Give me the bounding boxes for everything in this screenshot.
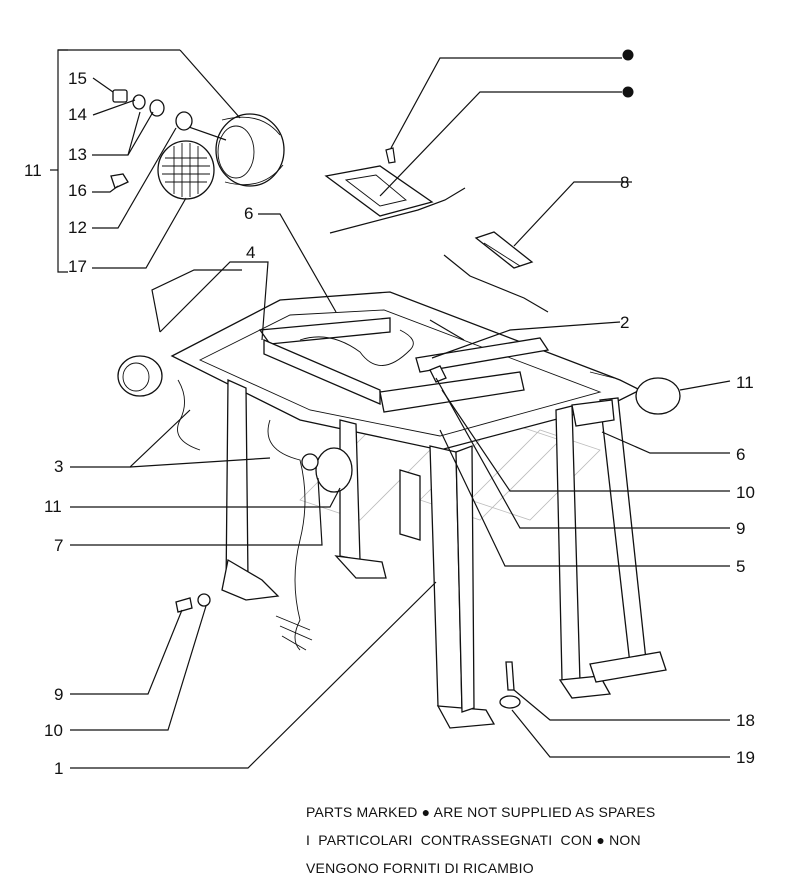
note-line-3: VENGONO FORNITI DI RICAMBIO (306, 860, 534, 876)
note-line-1: PARTS MARKED ● ARE NOT SUPPLIED AS SPARE… (306, 804, 655, 820)
callout-11: 11 (24, 161, 42, 180)
main-frame (117, 291, 681, 729)
callout-11: 11 (44, 497, 62, 516)
callout-5: 5 (736, 557, 745, 576)
callout-18: 18 (736, 711, 755, 730)
leader-lines (50, 49, 731, 769)
callout-9: 9 (54, 685, 63, 704)
note-line-2: I PARTICOLARI CONTRASSEGNATI CON ● NON (306, 832, 641, 848)
callout-13: 13 (68, 145, 87, 164)
callout-10: 10 (736, 483, 755, 502)
callout-9: 9 (736, 519, 745, 538)
callout-10: 10 (44, 721, 63, 740)
callout-3: 3 (54, 457, 63, 476)
note-bullet-icon: ● (421, 804, 431, 820)
callout-4: 4 (246, 243, 255, 262)
note-bullet-icon: ● (596, 832, 606, 848)
plate-8 (443, 231, 549, 313)
bullet-marker (622, 49, 634, 61)
callout-7: 7 (54, 536, 63, 555)
callout-1: 1 (54, 759, 63, 778)
callout-12: 12 (68, 218, 87, 237)
bullet-marker (622, 86, 634, 98)
callout-15: 15 (68, 69, 87, 88)
callout-16: 16 (68, 181, 87, 200)
note-line-3-text: VENGONO FORNITI DI RICAMBIO (306, 860, 534, 876)
note-line-1-start: PARTS MARKED (306, 804, 418, 820)
callout-8: 8 (620, 173, 629, 192)
note-line-2-start: I PARTICOLARI CONTRASSEGNATI CON (306, 832, 593, 848)
callout-6: 6 (244, 204, 253, 223)
callout-19: 19 (736, 748, 755, 767)
callout-2: 2 (620, 313, 629, 332)
note-line-2-end: NON (609, 832, 641, 848)
callout-11: 11 (736, 373, 754, 392)
callout-labels: 15 14 13 11 16 12 17 6 4 8 2 11 3 6 11 1… (24, 69, 755, 778)
headlight-assembly (110, 89, 285, 200)
note-line-1-end: ARE NOT SUPPLIED AS SPARES (433, 804, 656, 820)
callout-17: 17 (68, 257, 87, 276)
callout-6: 6 (736, 445, 745, 464)
plate-assembly (324, 147, 466, 234)
callout-14: 14 (68, 105, 87, 124)
